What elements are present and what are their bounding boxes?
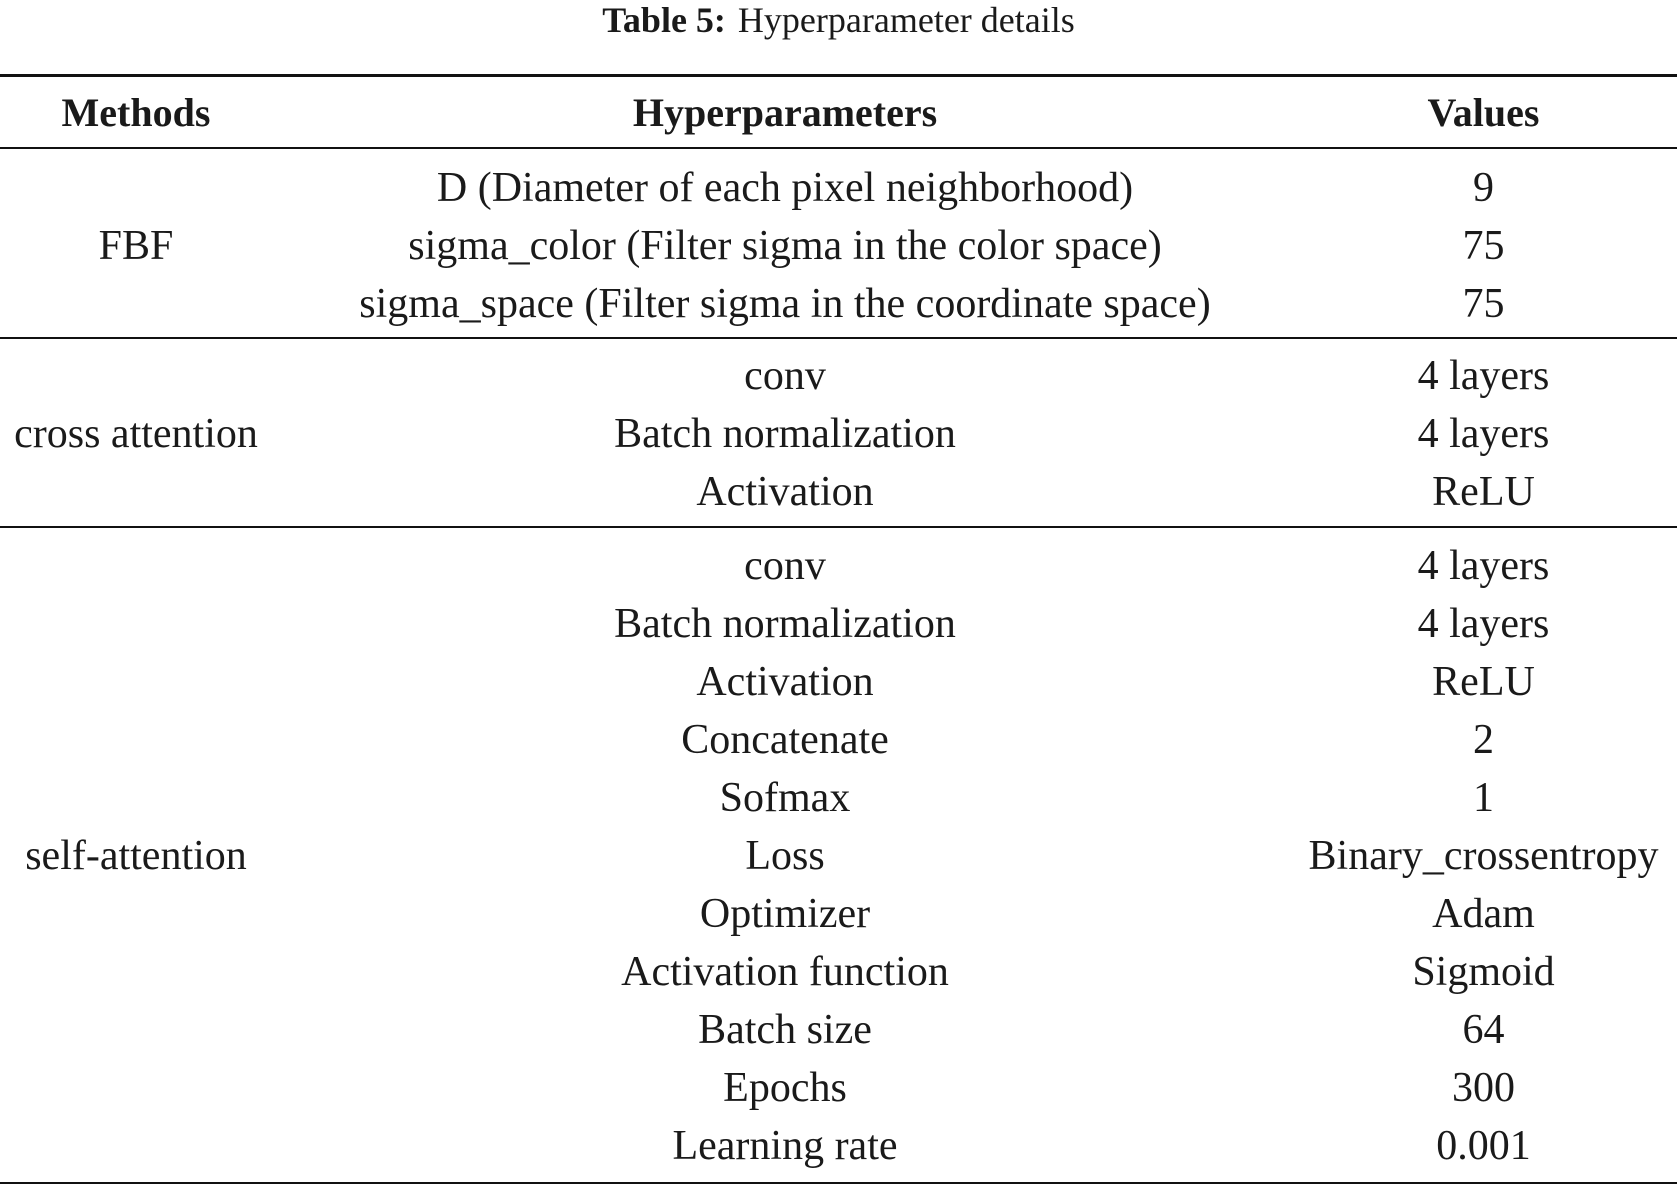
param-cell: Epochs	[723, 1065, 847, 1111]
header-methods: Methods	[61, 90, 211, 135]
header-rule	[0, 147, 1677, 149]
value-cell: ReLU	[1432, 659, 1535, 705]
param-cell: Loss	[745, 833, 825, 879]
value-cell: Sigmoid	[1412, 949, 1555, 995]
group-rule	[0, 337, 1677, 339]
table-caption: Table 5: Hyperparameter details	[0, 0, 1677, 40]
value-cell: 2	[1473, 717, 1494, 763]
value-cell: 64	[1462, 1007, 1505, 1053]
value-cell: Binary_crossentropy	[1308, 833, 1659, 879]
table-top-rule	[0, 74, 1677, 77]
method-self-attention: self-attention	[25, 833, 247, 879]
table-caption-text: Hyperparameter details	[737, 0, 1075, 40]
method-fbf: FBF	[98, 223, 174, 269]
value-cell: 4 layers	[1417, 601, 1550, 647]
param-cell: Learning rate	[672, 1123, 898, 1169]
param-cell: sigma_color (Filter sigma in the color s…	[408, 223, 1162, 269]
value-cell: 0.001	[1436, 1123, 1531, 1169]
param-cell: sigma_space (Filter sigma in the coordin…	[359, 281, 1211, 327]
header-hyperparameters: Hyperparameters	[632, 90, 938, 135]
param-cell: conv	[744, 353, 826, 399]
value-cell: 9	[1473, 165, 1494, 211]
param-cell: Batch normalization	[614, 411, 956, 457]
group-rule	[0, 526, 1677, 528]
header-values: Values	[1427, 90, 1540, 135]
value-cell: 300	[1452, 1065, 1515, 1111]
table-bottom-rule	[0, 1182, 1677, 1184]
param-cell: Activation	[696, 659, 874, 705]
param-cell: Activation	[696, 469, 874, 515]
value-cell: 4 layers	[1417, 543, 1550, 589]
param-cell: Sofmax	[719, 775, 851, 821]
param-cell: Batch normalization	[614, 601, 956, 647]
param-cell: Concatenate	[681, 717, 889, 763]
method-cross-attention: cross attention	[14, 411, 258, 457]
value-cell: 4 layers	[1417, 353, 1550, 399]
param-cell: Optimizer	[699, 891, 871, 937]
value-cell: 4 layers	[1417, 411, 1550, 457]
value-cell: ReLU	[1432, 469, 1535, 515]
table-caption-label: Table 5:	[602, 0, 726, 40]
value-cell: 1	[1473, 775, 1494, 821]
value-cell: Adam	[1432, 891, 1535, 937]
param-cell: conv	[744, 543, 826, 589]
value-cell: 75	[1462, 281, 1505, 327]
param-cell: D (Diameter of each pixel neighborhood)	[436, 165, 1134, 211]
param-cell: Batch size	[698, 1007, 872, 1053]
param-cell: Activation function	[621, 949, 949, 995]
value-cell: 75	[1462, 223, 1505, 269]
